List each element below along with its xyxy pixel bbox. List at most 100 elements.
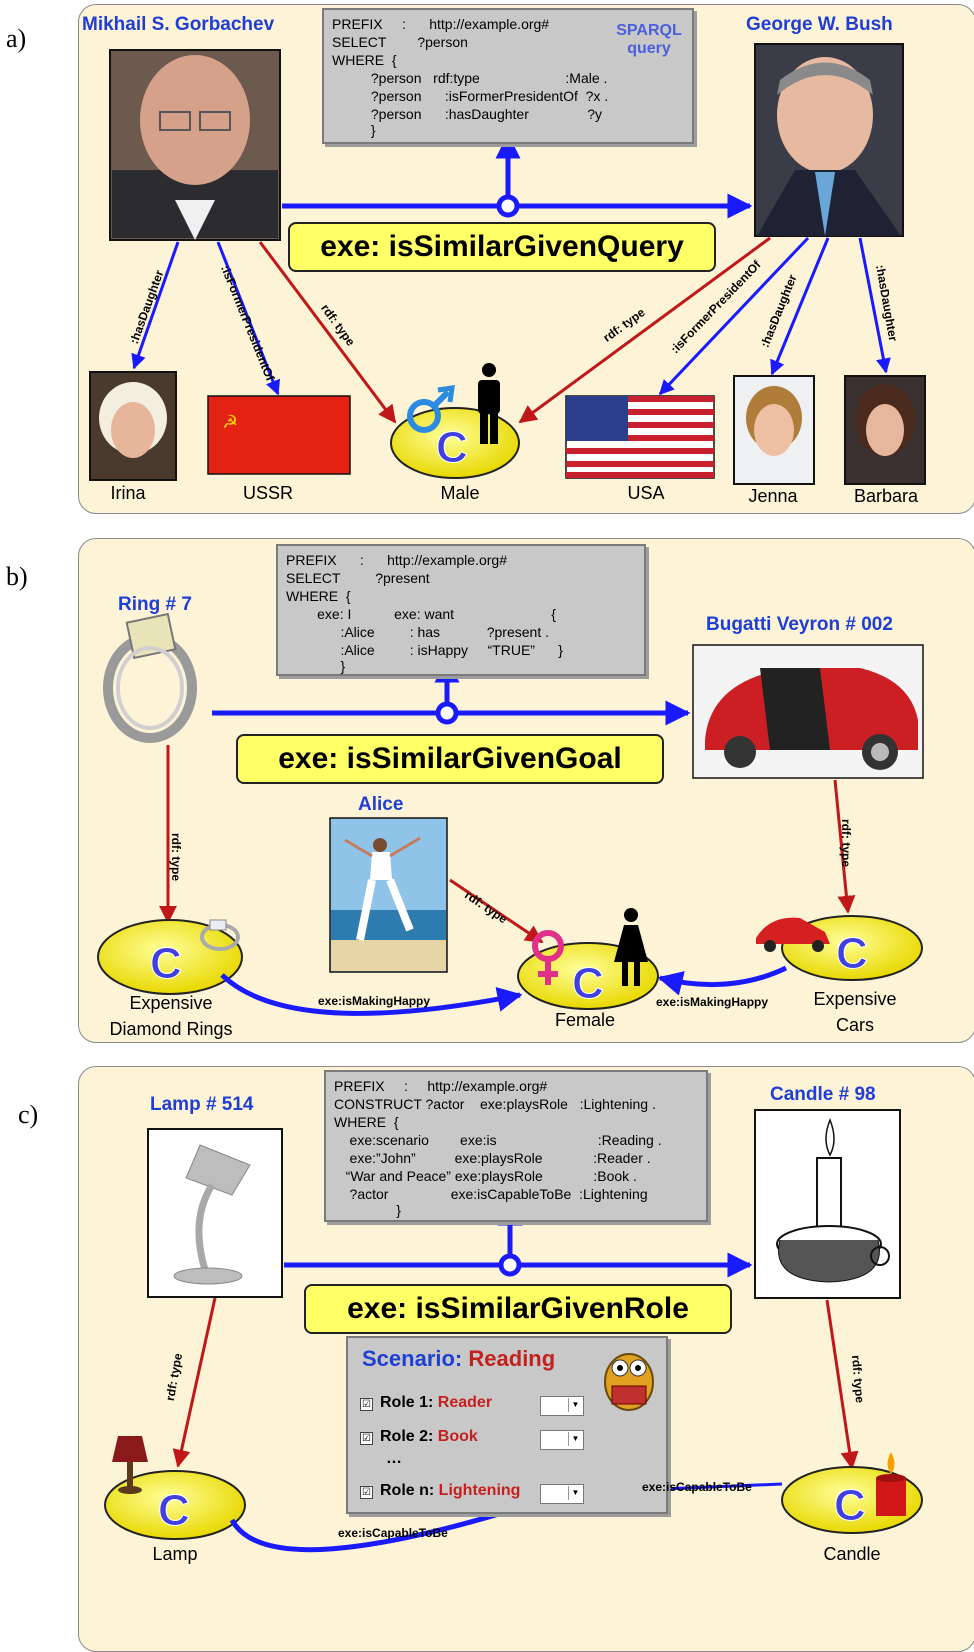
edge-label: exe:isMakingHappy xyxy=(656,995,769,1009)
role-n-dropdown[interactable]: ▼ xyxy=(540,1484,584,1504)
role-2-prefix: Role 2: xyxy=(380,1428,434,1445)
node-label-male: Male xyxy=(440,483,480,503)
female-symbol xyxy=(532,930,564,985)
query-line: WHERE { xyxy=(332,52,397,68)
barbara-photo xyxy=(844,375,926,485)
scenario-name: Reading xyxy=(468,1346,556,1371)
edge-label: exe:isCapableToBe xyxy=(642,1480,752,1494)
query-line: PREFIX : http://example.org# xyxy=(334,1078,548,1094)
bush-photo xyxy=(754,43,904,237)
role-1-checkbox[interactable]: ☑ xyxy=(360,1398,373,1411)
man-pictogram xyxy=(478,363,500,444)
node-label-lamp: Lamp xyxy=(152,1544,198,1564)
bush-title: George W. Bush xyxy=(746,14,893,35)
query-line: WHERE { xyxy=(286,588,351,604)
node-label-barbara: Barbara xyxy=(853,486,919,506)
sparql-tag-line: SPARQL xyxy=(616,22,682,39)
query-line: CONSTRUCT ?actor exe:playsRole :Lighteni… xyxy=(334,1096,656,1112)
svg-text:C: C xyxy=(834,1481,866,1530)
bugatti-title: Bugatti Veyron # 002 xyxy=(706,614,893,635)
node-label-expensive-cars: Expensive Cars xyxy=(813,989,897,1035)
role-n-prefix: Role n: xyxy=(380,1482,435,1499)
role-1-prefix: Role 1: xyxy=(380,1394,434,1411)
role-2-label: Role 2: Book xyxy=(380,1428,478,1446)
node-label-female: Female xyxy=(554,1010,616,1030)
scenario-prefix: Scenario: xyxy=(362,1346,463,1371)
role-n-checkbox[interactable]: ☑ xyxy=(360,1486,373,1499)
query-line: } xyxy=(332,122,376,138)
lamp-photo xyxy=(147,1128,283,1298)
role-1-label: Role 1: Reader xyxy=(380,1394,492,1412)
edge-label: exe:isMakingHappy xyxy=(318,994,431,1008)
role-n-label: Role n: Lightening xyxy=(380,1482,520,1500)
role-ellipsis: … xyxy=(386,1450,402,1467)
irina-photo xyxy=(89,371,177,481)
chevron-down-icon: ▼ xyxy=(568,1486,582,1500)
bugatti-photo xyxy=(692,644,924,779)
query-line: “War and Peace” exe:playsRole :Book . xyxy=(334,1168,637,1184)
usa-flag xyxy=(565,395,715,479)
query-line: ?person :isFormerPresidentOf ?x . xyxy=(332,88,609,104)
small-lamp-icon xyxy=(112,1436,148,1494)
node-label-jenna: Jenna xyxy=(748,486,798,506)
reading-owl-icon xyxy=(604,1353,654,1411)
svg-text:☭: ☭ xyxy=(222,412,238,433)
panel-c-label: c) xyxy=(18,1100,39,1129)
role-1-value: Reader xyxy=(437,1394,493,1411)
small-candle-icon xyxy=(876,1452,906,1516)
small-car-icon xyxy=(756,917,830,952)
role-n-value: Lightening xyxy=(438,1482,521,1499)
query-line: PREFIX : http://example.org# xyxy=(332,16,550,32)
svg-text:C: C xyxy=(572,959,604,1008)
expensive-diamond-rings-ellipse xyxy=(97,919,243,995)
query-line: } xyxy=(286,658,346,674)
goal-query-box: PREFIX : http://example.org# SELECT ?pre… xyxy=(276,544,646,676)
query-line: } xyxy=(334,1202,401,1218)
sparql-query-box: PREFIX : http://example.org# SELECT ?per… xyxy=(322,8,694,144)
ring-title: Ring # 7 xyxy=(118,594,192,615)
scenario-heading: Scenario: Reading xyxy=(362,1346,555,1372)
edge-label: rdf: type xyxy=(839,819,853,867)
node-label-expensive-diamond-rings: Expensive Diamond Rings xyxy=(109,993,233,1039)
chevron-down-icon: ▼ xyxy=(568,1432,582,1446)
candle-title: Candle # 98 xyxy=(770,1084,876,1105)
query-line: ?person :hasDaughter ?y xyxy=(332,106,603,122)
chevron-down-icon: ▼ xyxy=(568,1398,582,1412)
lamp-title: Lamp # 514 xyxy=(150,1094,254,1115)
query-line: SELECT ?present xyxy=(286,570,430,586)
candle-photo xyxy=(754,1109,901,1299)
edge-label: rdf: type xyxy=(169,833,183,881)
svg-text:C: C xyxy=(150,939,182,988)
node-label-usa: USA xyxy=(627,483,665,503)
sparql-tag-line: query xyxy=(627,40,671,57)
panel-a-label: a) xyxy=(6,24,27,53)
query-line: exe:scenario exe:is :Reading . xyxy=(334,1132,662,1148)
svg-text:C: C xyxy=(436,423,468,472)
query-line: ?person rdf:type :Male . xyxy=(332,70,608,86)
predicate-is-similar-given-query: exe: isSimilarGivenQuery xyxy=(288,222,716,272)
query-line: exe:”John” exe:playsRole :Reader . xyxy=(334,1150,651,1166)
role-2-dropdown[interactable]: ▼ xyxy=(540,1430,584,1450)
role-2-checkbox[interactable]: ☑ xyxy=(360,1432,373,1445)
ring-photo xyxy=(103,612,197,743)
sparql-tag: SPARQL query xyxy=(614,22,684,58)
woman-pictogram xyxy=(614,908,648,986)
query-line: :Alice : isHappy “TRUE” } xyxy=(286,642,563,658)
query-line: SELECT ?person xyxy=(332,34,468,50)
alice-title: Alice xyxy=(358,794,404,815)
male-symbol xyxy=(407,385,455,433)
svg-text:C: C xyxy=(836,929,868,978)
query-line: exe: I exe: want { xyxy=(286,606,556,622)
node-label-candle: Candle xyxy=(823,1544,881,1564)
node-label-irina: Irina xyxy=(110,483,146,503)
ussr-flag: ☭ xyxy=(207,395,351,475)
gorbachev-photo xyxy=(109,49,281,241)
scenario-panel: Scenario: Reading ☑ Role 1: Reader ▼ ☑ R… xyxy=(346,1336,668,1514)
predicate-is-similar-given-role: exe: isSimilarGivenRole xyxy=(304,1284,732,1334)
node-label-ussr: USSR xyxy=(242,483,293,503)
role-2-value: Book xyxy=(437,1428,478,1445)
role-1-dropdown[interactable]: ▼ xyxy=(540,1396,584,1416)
jenna-photo xyxy=(733,375,815,485)
alice-photo xyxy=(329,817,448,973)
query-line: ?actor exe:isCapableToBe :Lightening xyxy=(334,1186,648,1202)
